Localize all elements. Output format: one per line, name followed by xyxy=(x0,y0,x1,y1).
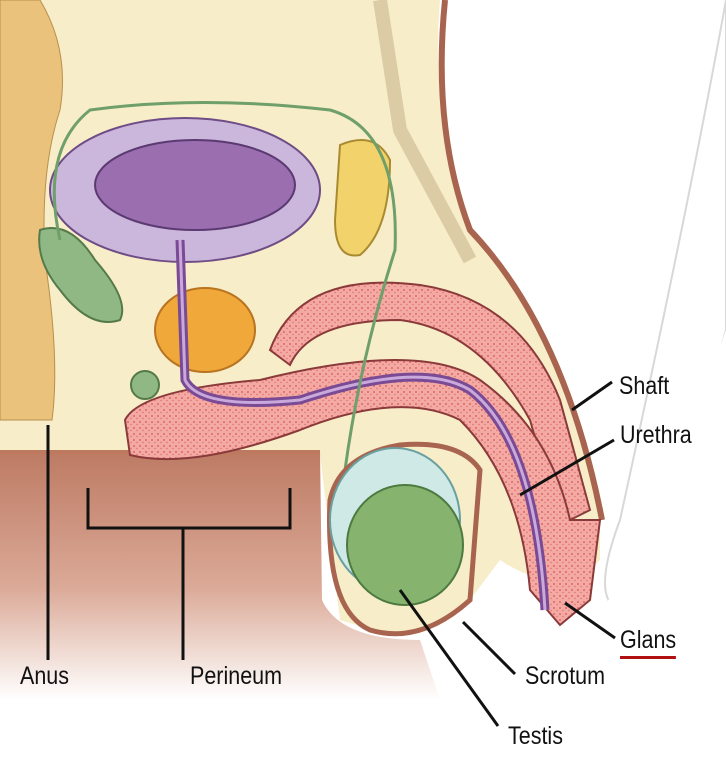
leader-lines xyxy=(46,380,616,727)
label-glans: Glans xyxy=(620,626,677,659)
skin-contour xyxy=(438,0,605,521)
label-anus: Anus xyxy=(20,662,70,690)
skin-region xyxy=(0,450,440,700)
page-underside xyxy=(600,230,726,776)
seminal-vesicle xyxy=(38,227,124,323)
bulbourethral-gland xyxy=(130,370,160,400)
label-testis: Testis xyxy=(508,722,563,750)
pubic-bone xyxy=(333,139,392,257)
corpus-cavernosum xyxy=(268,281,592,527)
testis xyxy=(346,484,464,606)
prostate xyxy=(154,287,256,373)
suspensory-ligament xyxy=(373,0,477,264)
bladder-lumen xyxy=(94,139,296,231)
label-shaft: Shaft xyxy=(619,372,670,400)
urethra-lumen xyxy=(178,239,547,611)
corpus-spongiosum xyxy=(123,359,602,627)
label-urethra: Urethra xyxy=(620,421,692,449)
label-perineum: Perineum xyxy=(190,662,283,690)
sacrum-bone xyxy=(0,0,63,421)
vas-deferens xyxy=(52,101,397,541)
label-scrotum: Scrotum xyxy=(525,662,606,690)
